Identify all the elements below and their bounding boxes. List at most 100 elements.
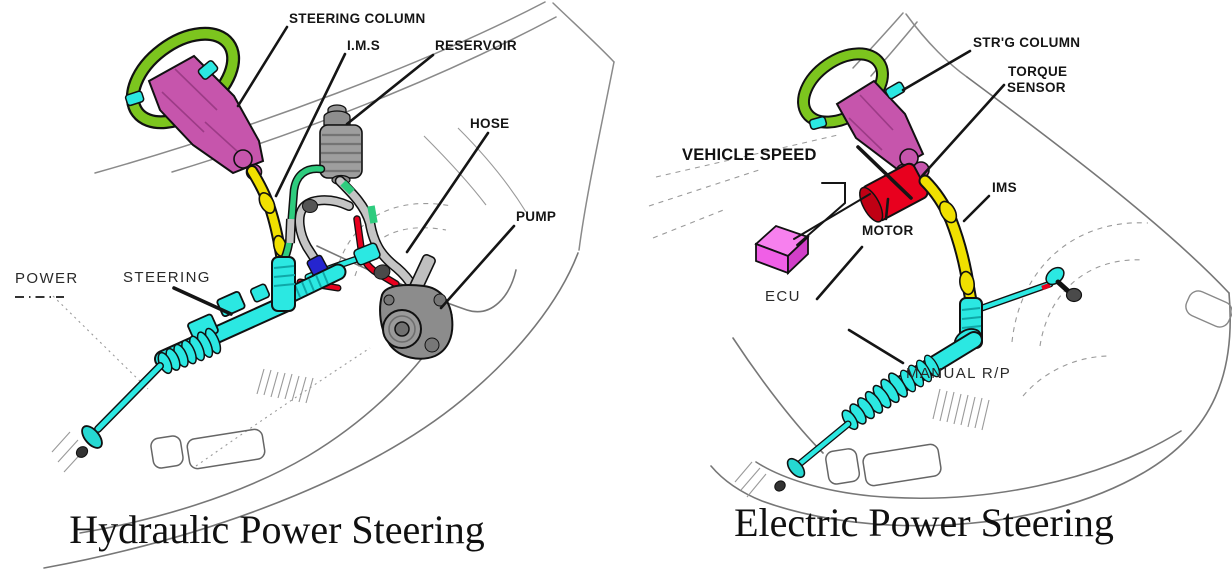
grille-slats — [256, 368, 314, 404]
label-strg-column: STR'G COLUMN — [973, 35, 1080, 50]
rack-bellows — [841, 372, 908, 431]
a-pillar-line — [852, 12, 904, 69]
reservoir-leader — [345, 53, 435, 126]
pump-assembly — [379, 253, 454, 360]
column-body — [835, 79, 925, 171]
signal-stalk — [124, 90, 145, 107]
ecu-box — [754, 224, 810, 276]
label-sensor: SENSOR — [1007, 80, 1066, 95]
hose-green-band — [340, 180, 355, 195]
steering-leader — [172, 286, 233, 316]
ecu-side-face — [787, 234, 809, 276]
valve-ear — [250, 283, 270, 303]
column-detail-line — [848, 117, 883, 151]
labels-electric: STR'G COLUMN TORQUE SENSOR VEHICLE SPEED… — [682, 35, 1114, 545]
torque-sensor-leader — [920, 83, 1006, 178]
ecu-motor-wire — [793, 193, 871, 240]
intermediate-shaft — [918, 174, 978, 308]
upper-tie-rod — [979, 281, 1053, 311]
pump-pulley-hub — [394, 321, 410, 337]
vehicle-speed-wire — [796, 182, 846, 246]
pinion-rings — [961, 307, 982, 329]
hood-front-edge — [316, 245, 517, 313]
a-pillar-line — [870, 21, 918, 77]
label-reservoir: RESERVOIR — [435, 38, 517, 53]
label-ims: I.M.S — [347, 38, 380, 53]
hose-sleeve — [286, 218, 295, 244]
hood-opening-line — [195, 347, 371, 467]
bumper-outline — [710, 292, 1232, 527]
pump-pulley-groove — [388, 315, 416, 343]
ignition-key — [197, 60, 219, 80]
bumper-crease — [79, 314, 453, 534]
label-power: POWER — [15, 270, 79, 287]
arch-sketch-line — [52, 295, 149, 390]
labels-hydraulic: STEERING COLUMN I.M.S RESERVOIR HOSE PUM… — [15, 11, 556, 552]
signal-stalk — [808, 116, 828, 130]
hose-green-band — [367, 205, 378, 224]
ims-leader — [962, 194, 991, 223]
label-hose: HOSE — [470, 116, 509, 131]
caption-hydraulic: Hydraulic Power Steering — [69, 507, 484, 552]
label-vehicle-speed: VEHICLE SPEED — [682, 146, 817, 164]
wheel-arch-arc — [1022, 355, 1111, 397]
ball-joint-tip — [774, 480, 786, 492]
headlight-outline — [1185, 290, 1232, 328]
label-manual-rp: MANUAL R/P — [906, 365, 1011, 382]
wheel-arch-arc — [1011, 222, 1149, 343]
reservoir-ribs — [321, 133, 361, 173]
steering-column-leader — [236, 25, 289, 108]
body-edge-line — [552, 2, 615, 63]
signal-lamp-outline — [825, 448, 861, 485]
label-ims: IMS — [992, 180, 1017, 195]
grille-slats — [932, 388, 990, 431]
tie-rod-red-band — [1041, 282, 1051, 291]
manual-rp-leader — [847, 328, 905, 365]
cowl-dashed-line — [652, 208, 727, 239]
reservoir-cap-tier — [323, 110, 351, 126]
license-plate-outline — [862, 443, 942, 487]
power-steering-rack — [75, 256, 347, 458]
tie-rod-end — [786, 457, 806, 479]
knuckle-ball — [1065, 287, 1083, 303]
pressure-hose — [336, 177, 417, 291]
cowl-dashed-line — [655, 134, 839, 178]
bumper-outline — [43, 252, 579, 569]
car-sketch-right — [648, 12, 1232, 527]
column-detail-line — [161, 91, 205, 133]
motor-leader — [884, 197, 890, 221]
tie-rod-bend — [1055, 279, 1071, 294]
column-detail-line — [204, 121, 239, 153]
hose-clamp — [302, 199, 318, 213]
label-torque: TORQUE — [1008, 64, 1067, 79]
wheel-arch-arc — [1039, 259, 1145, 347]
steering-column — [124, 54, 265, 181]
label-steering: STEERING — [123, 269, 211, 286]
electric-diagram: STR'G COLUMN TORQUE SENSOR VEHICLE SPEED… — [648, 12, 1232, 545]
wheel-arch-arc — [335, 202, 453, 273]
bumper-crease — [755, 430, 1182, 499]
car-sketch-left — [43, 1, 615, 569]
manual-rack — [774, 266, 1083, 492]
ecu-leader — [815, 245, 864, 301]
fender-line — [732, 337, 824, 454]
a-pillar-line — [94, 1, 546, 174]
fitting-clamp — [373, 264, 391, 280]
valve-rings — [273, 265, 296, 287]
column-detail-line — [859, 94, 894, 131]
pipe-fitting — [353, 242, 381, 266]
caption-electric: Electric Power Steering — [734, 500, 1114, 545]
hydraulic-diagram: STEERING COLUMN I.M.S RESERVOIR HOSE PUM… — [15, 1, 615, 569]
tie-rod-end — [81, 425, 103, 449]
u-joint — [258, 192, 276, 214]
column-detail-line — [174, 68, 218, 111]
ball-joint-tip — [75, 446, 89, 458]
vehicle-speed-leader — [856, 145, 913, 200]
u-joint — [959, 270, 975, 296]
fender-line — [578, 61, 615, 251]
signal-lamp-outline — [150, 435, 184, 469]
tie-rod — [794, 421, 851, 469]
label-ecu: ECU — [765, 288, 801, 305]
pump-lump — [424, 337, 440, 353]
